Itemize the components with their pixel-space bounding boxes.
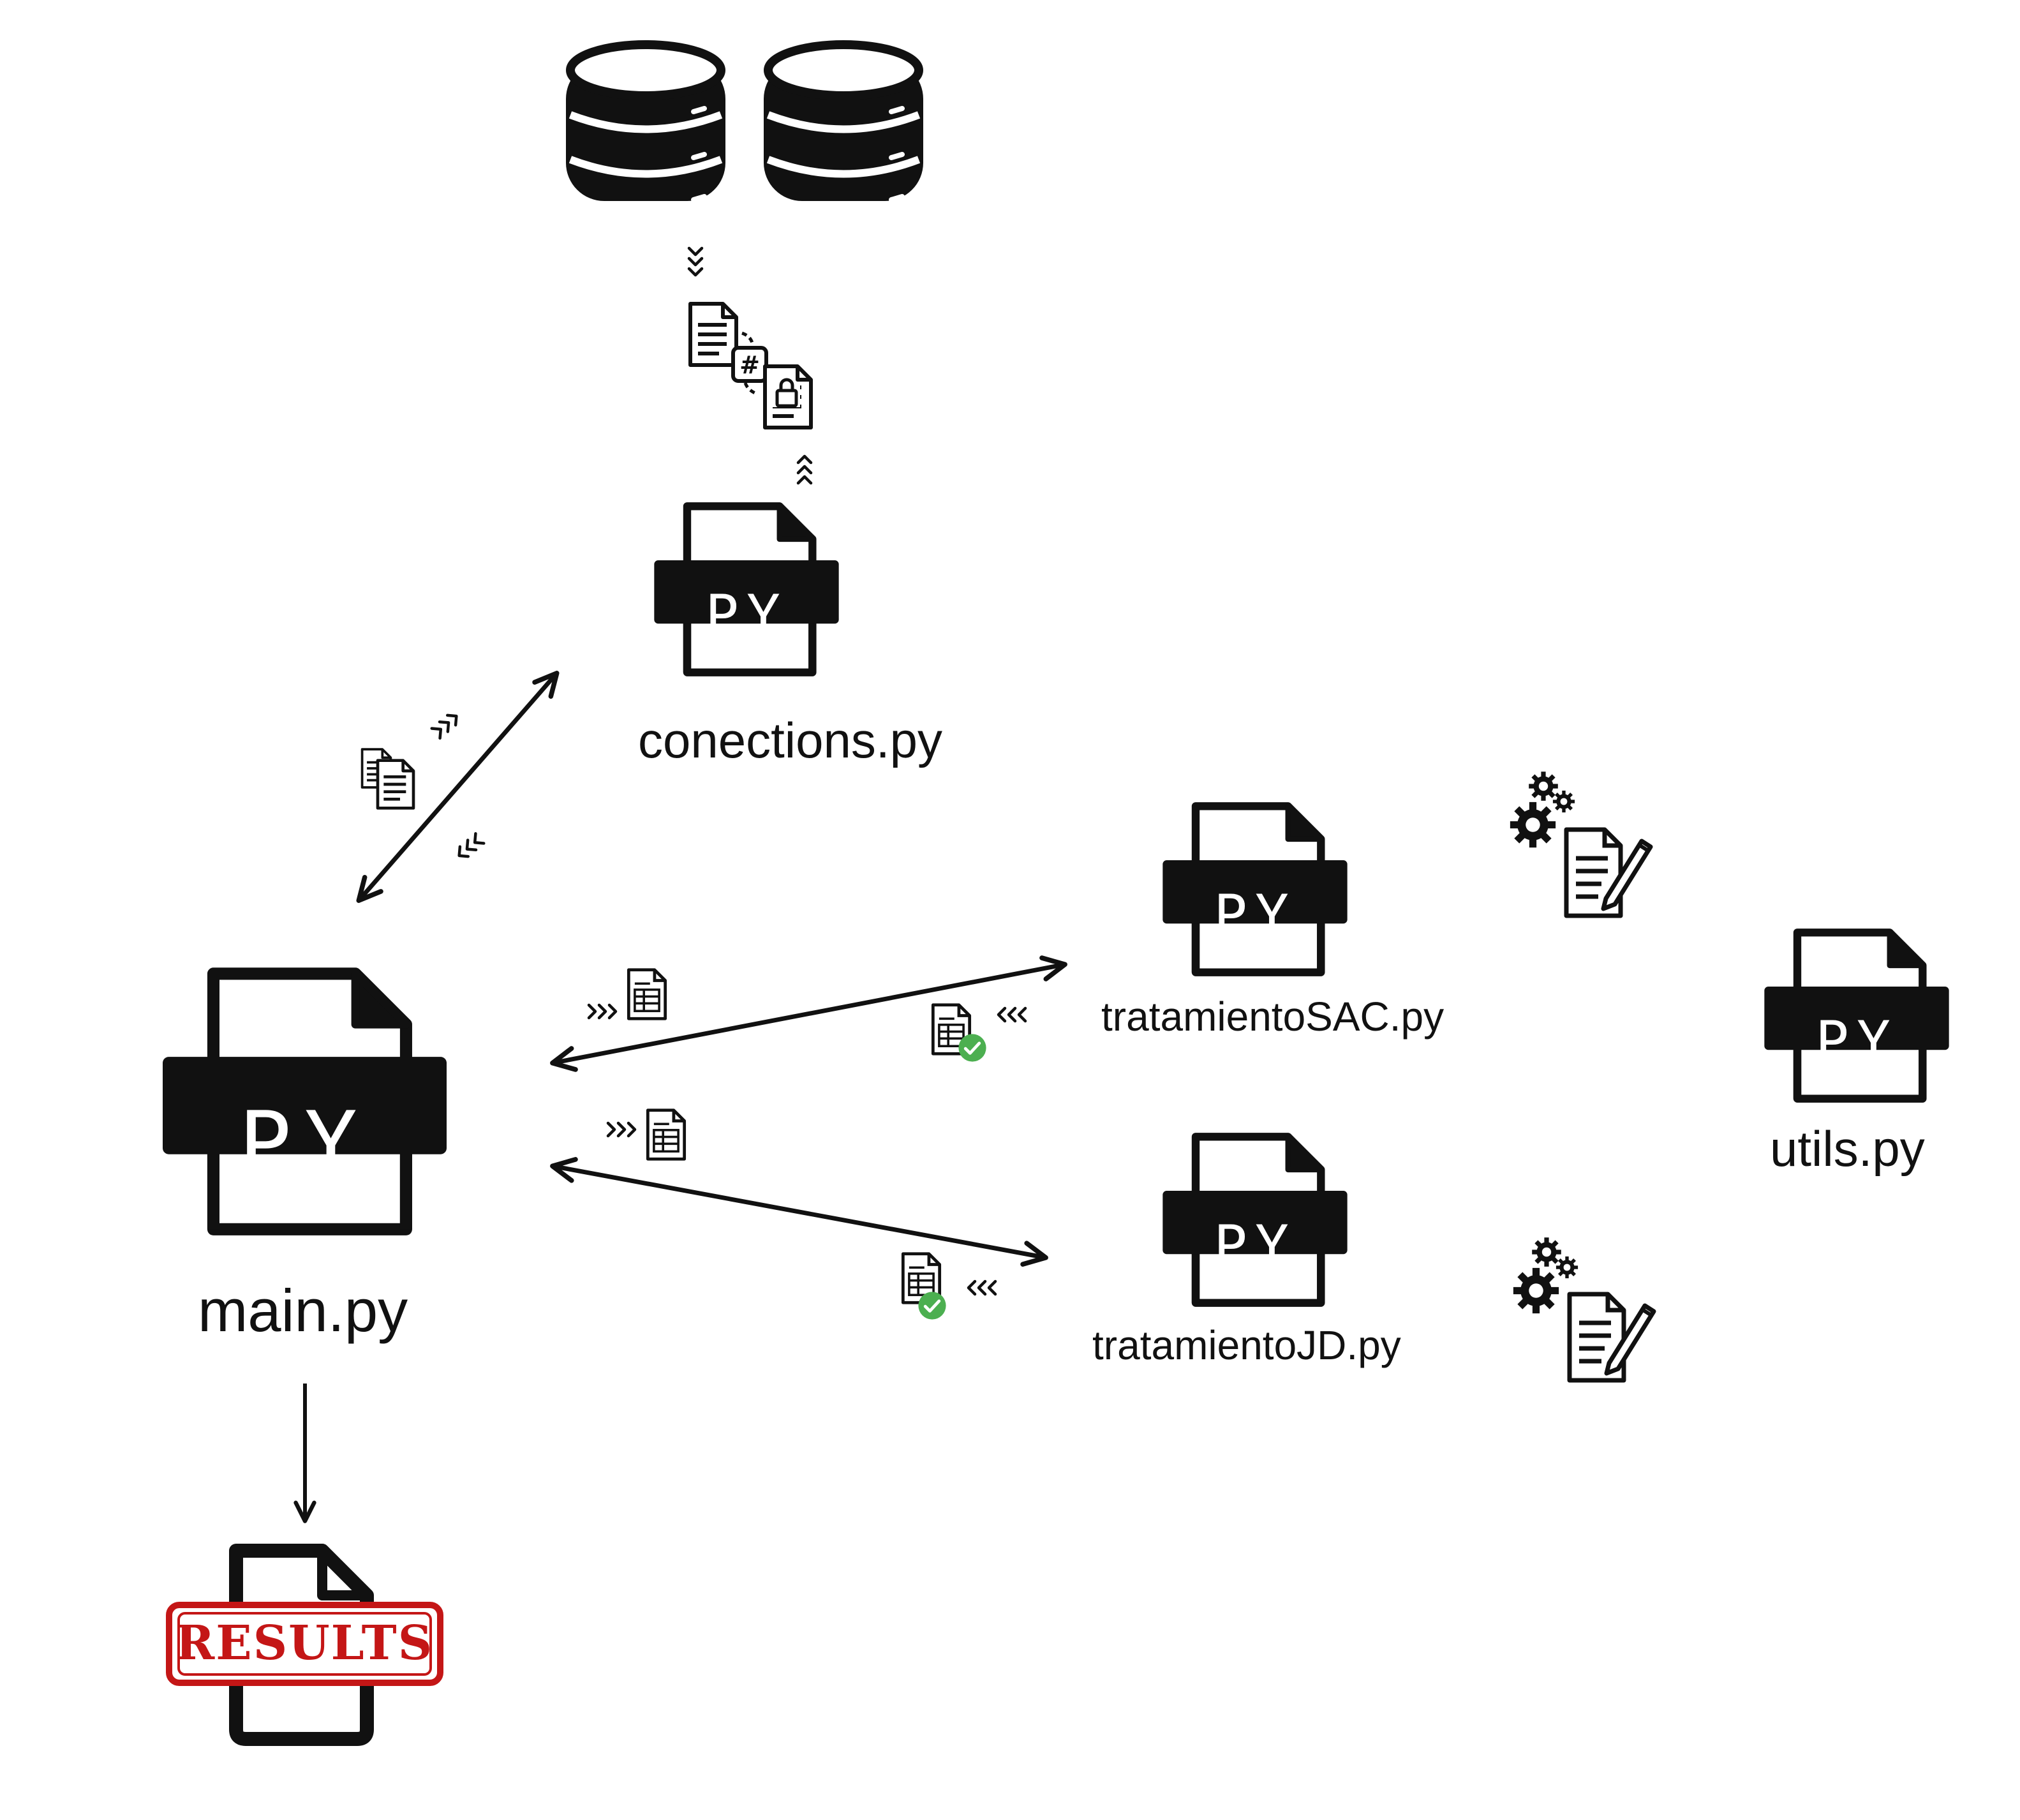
utils-file-icon: PY (1764, 932, 1949, 1098)
chevrons-up-icon (798, 456, 811, 483)
main-py-badge: PY (239, 1093, 370, 1195)
database-icon (566, 45, 725, 201)
main-file-icon: PY (163, 974, 447, 1230)
results-file-icon: RESULTS (166, 1544, 443, 1746)
chevrons-down-icon (689, 248, 702, 275)
chevrons-from-jd-icon (969, 1281, 995, 1294)
conections-label: conections.py (638, 712, 942, 768)
spreadsheet-document-icon (648, 1110, 684, 1159)
tratamientosac-file-icon: PY (1162, 806, 1347, 972)
utils-label: utils.py (1770, 1121, 1925, 1177)
approved-document-icon (903, 1254, 946, 1320)
approved-document-icon (933, 1005, 986, 1062)
tratamientojd-py-badge: PY (1214, 1213, 1296, 1279)
main-conections-arrow (356, 671, 560, 903)
tratamientosac-label: tratamientoSAC.py (1101, 994, 1444, 1040)
main-label: main.py (198, 1277, 408, 1344)
tratamientosac-py-badge: PY (1214, 883, 1296, 948)
copy-documents-icon (360, 748, 413, 808)
edit-document-icon (1566, 830, 1651, 916)
chevrons-from-sac-icon (999, 1008, 1025, 1021)
encrypted-document-icon: # (690, 304, 811, 428)
utils-py-badge: PY (1815, 1009, 1898, 1075)
chevrons-to-sac-icon (589, 1005, 616, 1018)
conections-file-icon: PY (654, 506, 838, 672)
spreadsheet-document-icon (628, 970, 665, 1018)
chevrons-toward-main-icon (432, 711, 461, 738)
svg-text:#: # (739, 351, 760, 379)
chevrons-to-jd-icon (608, 1123, 635, 1136)
tratamientojd-file-icon: PY (1162, 1137, 1347, 1302)
main-sac-arrow (550, 955, 1067, 1072)
database-icon (764, 45, 923, 201)
conections-py-badge: PY (705, 583, 788, 648)
main-jd-arrow (550, 1157, 1048, 1267)
chevrons-toward-conections-icon (455, 833, 484, 860)
results-stamp-text: RESULTS (175, 1616, 433, 1671)
edit-document-icon (1570, 1294, 1654, 1380)
tratamientojd-label: tratamientoJD.py (1092, 1322, 1401, 1368)
